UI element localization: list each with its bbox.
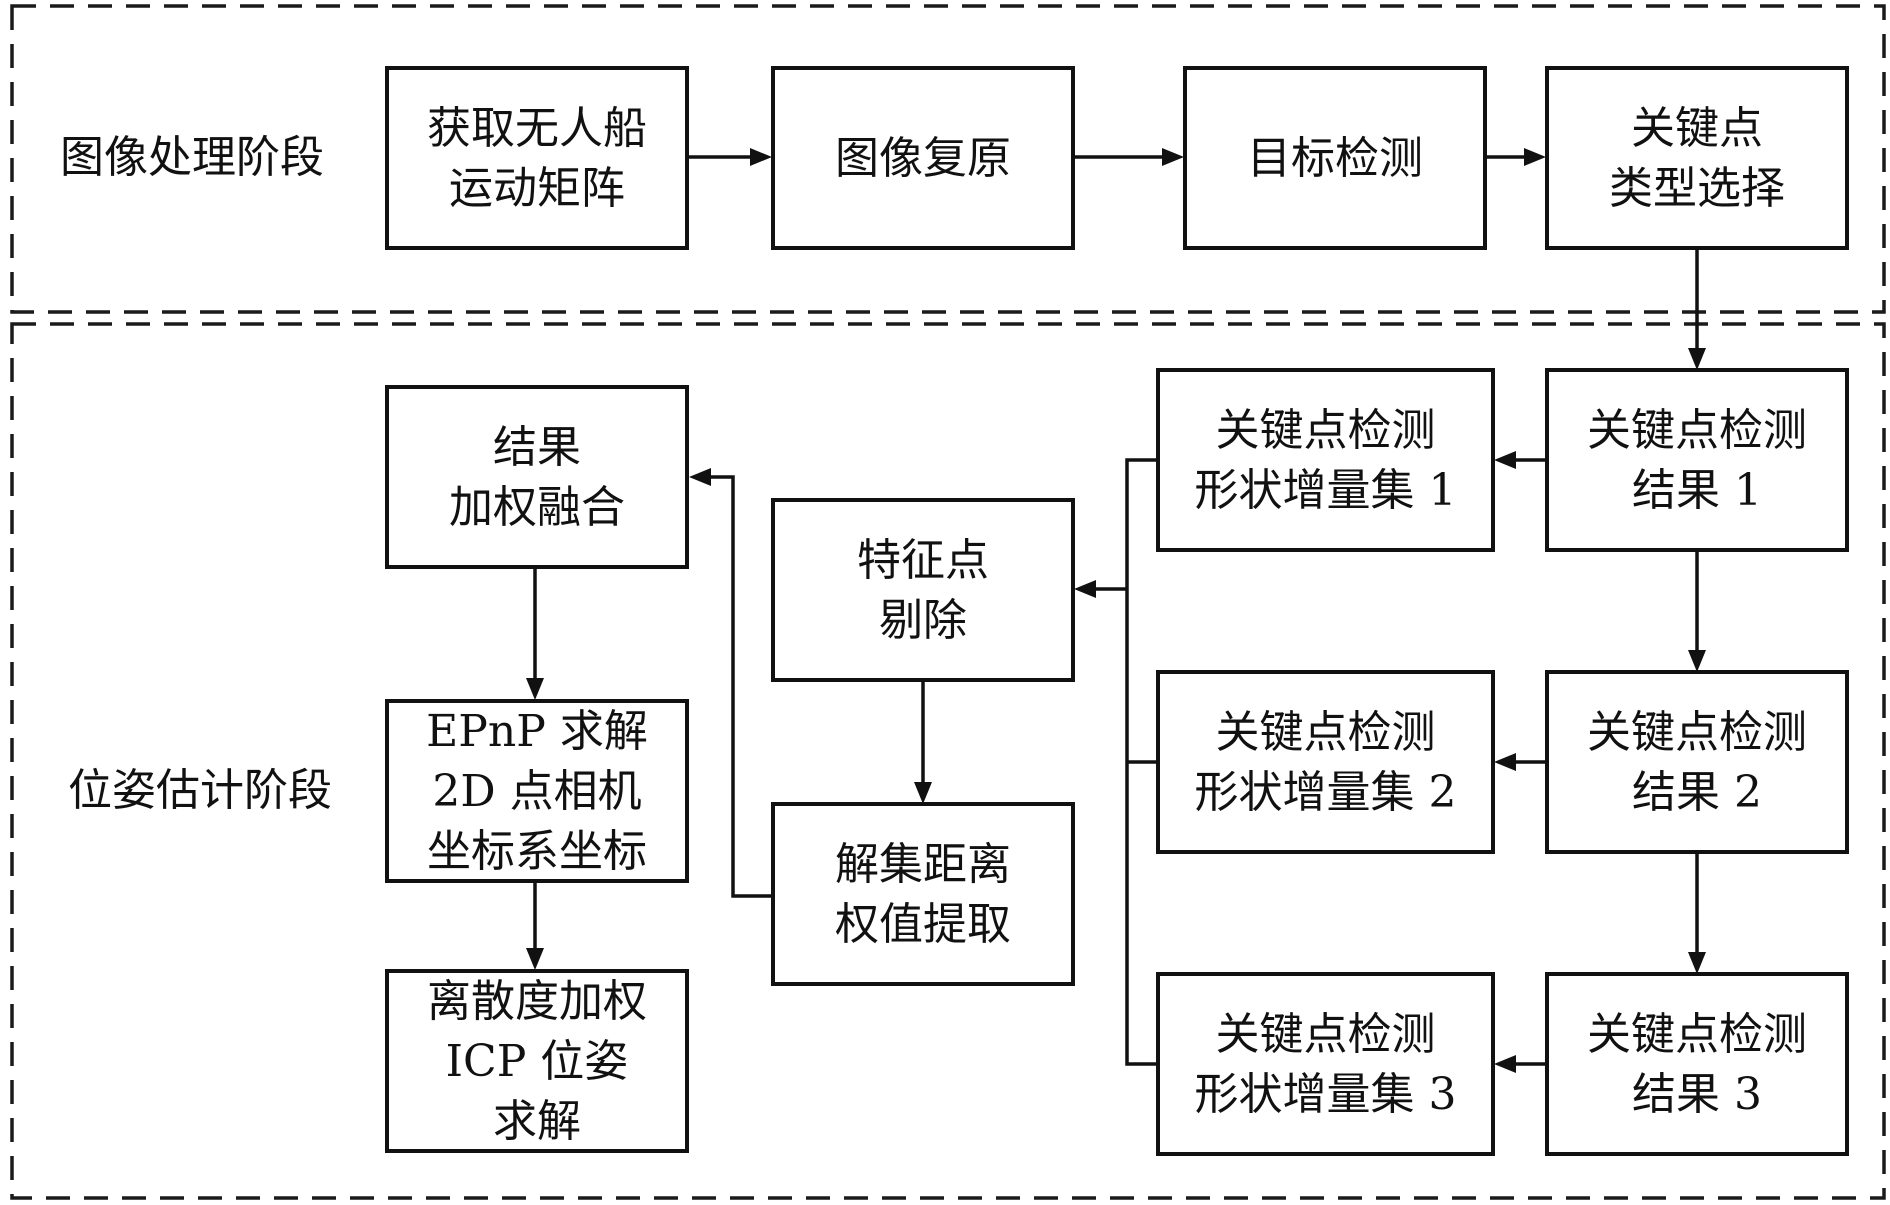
node-box-shape-increment-set-1 <box>1156 368 1495 552</box>
connectors <box>526 148 1706 1073</box>
node-label-keypoint-result-1-line-1: 关键点检测 <box>1587 405 1807 456</box>
node-box-epnp-solve <box>385 699 689 883</box>
node-label-epnp-solve-line-2: 2D 点相机 <box>432 766 641 817</box>
arrowhead <box>750 148 772 166</box>
node-label-keypoint-result-3-line-2: 结果 3 <box>1632 1069 1762 1120</box>
node-label-weighted-fusion-line-1: 结果 <box>493 422 581 473</box>
node-box-shape-increment-set-3 <box>1156 972 1495 1156</box>
node-label-dispersion-weighted-icp-line-3: 求解 <box>493 1096 581 1147</box>
node-label-solution-set-distance-weight-line-2: 权值提取 <box>835 899 1011 950</box>
arrowhead <box>1074 580 1096 598</box>
node-label-image-restoration-line-1: 图像复原 <box>835 133 1011 184</box>
edge-distance-weight-to-fusion <box>697 475 773 898</box>
node-label-keypoint-type-selection-line-2: 类型选择 <box>1609 163 1785 214</box>
arrowhead <box>1494 1055 1516 1073</box>
arrowhead <box>689 468 711 486</box>
image-processing-stage-region <box>10 4 1886 314</box>
arrowhead <box>526 678 544 700</box>
node-box-keypoint-type-selection <box>1545 66 1849 250</box>
node-box-object-detection <box>1183 66 1487 250</box>
node-label-keypoint-result-2-line-2: 结果 2 <box>1632 767 1762 818</box>
arrowhead <box>1494 451 1516 469</box>
arrowhead <box>1524 148 1546 166</box>
node-label-keypoint-type-selection-line-1: 关键点 <box>1631 103 1763 154</box>
arrowhead <box>1162 148 1184 166</box>
node-image-restoration: 图像复原 <box>771 66 1075 250</box>
node-label-shape-increment-set-3-line-1: 关键点检测 <box>1216 1009 1436 1060</box>
node-box-keypoint-result-3 <box>1545 972 1849 1156</box>
arrowhead <box>1688 650 1706 672</box>
node-box-keypoint-result-1 <box>1545 368 1849 552</box>
pose-estimation-stage-region <box>10 322 1886 1200</box>
node-label-keypoint-result-2-line-1: 关键点检测 <box>1587 707 1807 758</box>
arrowhead <box>914 782 932 804</box>
node-label-shape-increment-set-3-line-2: 形状增量集 3 <box>1195 1069 1457 1120</box>
node-label-feature-point-removal-line-1: 特征点 <box>857 535 989 586</box>
node-label-shape-increment-set-1-line-2: 形状增量集 1 <box>1195 465 1457 516</box>
node-object-detection: 目标检测 <box>1183 66 1487 250</box>
node-box-feature-point-removal <box>771 498 1075 682</box>
node-box-keypoint-result-2 <box>1545 670 1849 854</box>
node-label-keypoint-result-3-line-1: 关键点检测 <box>1587 1009 1807 1060</box>
node-box-shape-increment-set-2 <box>1156 670 1495 854</box>
node-label-epnp-solve-line-3: 坐标系坐标 <box>427 826 647 877</box>
node-label-object-detection-line-1: 目标检测 <box>1247 133 1423 184</box>
node-label-shape-increment-set-1-line-1: 关键点检测 <box>1216 405 1436 456</box>
pose-estimation-stage-label: 位姿估计阶段 <box>68 765 332 816</box>
image-processing-stage-label: 图像处理阶段 <box>60 132 324 183</box>
node-label-feature-point-removal-line-2: 剔除 <box>879 595 967 646</box>
node-box-image-restoration <box>771 66 1075 250</box>
node-label-dispersion-weighted-icp-line-1: 离散度加权 <box>427 976 647 1027</box>
node-box-dispersion-weighted-icp <box>385 969 689 1153</box>
arrowhead <box>1688 952 1706 974</box>
node-label-acquire-motion-matrix-line-2: 运动矩阵 <box>449 163 625 214</box>
node-box-solution-set-distance-weight <box>771 802 1075 986</box>
node-label-weighted-fusion-line-2: 加权融合 <box>449 482 625 533</box>
process-boxes: 获取无人船运动矩阵图像复原目标检测关键点类型选择关键点检测结果 1关键点检测结果… <box>385 66 1849 1156</box>
node-label-epnp-solve-line-1: EPnP 求解 <box>426 706 648 757</box>
node-label-keypoint-result-1-line-2: 结果 1 <box>1632 465 1762 516</box>
arrowhead <box>1688 348 1706 370</box>
node-box-weighted-fusion <box>385 385 689 569</box>
node-label-shape-increment-set-2-line-1: 关键点检测 <box>1216 707 1436 758</box>
node-label-acquire-motion-matrix-line-1: 获取无人船 <box>427 103 647 154</box>
arrowhead <box>526 948 544 970</box>
node-box-acquire-motion-matrix <box>385 66 689 250</box>
arrowhead <box>1494 753 1516 771</box>
node-label-dispersion-weighted-icp-line-2: ICP 位姿 <box>446 1036 629 1087</box>
node-label-solution-set-distance-weight-line-1: 解集距离 <box>835 839 1011 890</box>
node-label-shape-increment-set-2-line-2: 形状增量集 2 <box>1195 767 1457 818</box>
